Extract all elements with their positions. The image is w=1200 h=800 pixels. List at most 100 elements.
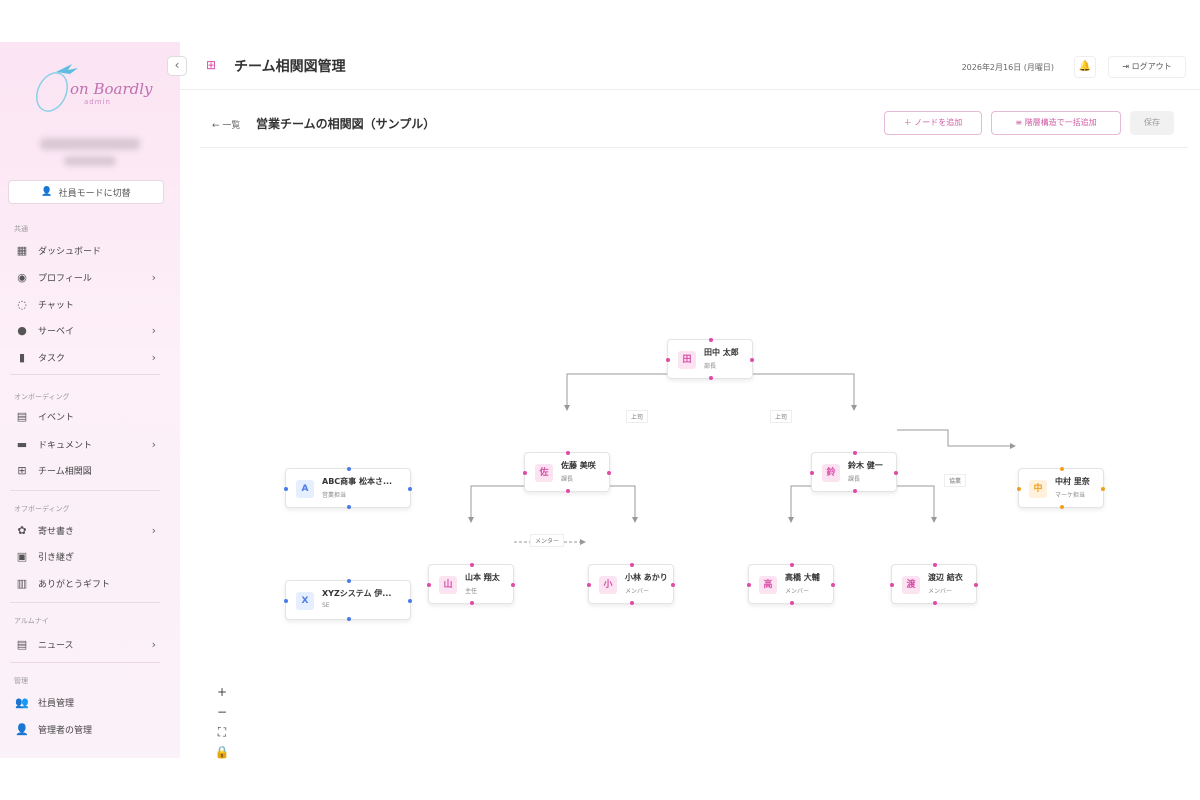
connector-handle[interactable] bbox=[347, 579, 351, 583]
node-yamamoto[interactable]: 山 山本 翔太 主任 bbox=[427, 563, 515, 605]
back-to-list-link[interactable]: ← 一覧 bbox=[212, 121, 241, 131]
node-nakamura[interactable]: 中 中村 里奈 マーケ担当 bbox=[1017, 467, 1105, 509]
node-name: 田中 太郎 bbox=[704, 348, 739, 357]
node-name: ABC商事 松本さ... bbox=[322, 477, 393, 486]
connector-handle[interactable] bbox=[974, 583, 978, 587]
connector-handle[interactable] bbox=[408, 599, 412, 603]
connector-handle[interactable] bbox=[408, 487, 412, 491]
connector-handle[interactable] bbox=[853, 451, 857, 455]
node-kobayashi[interactable]: 小 小林 あかり メンバー bbox=[587, 563, 675, 605]
connector-handle[interactable] bbox=[607, 471, 611, 475]
nav-item-event[interactable]: ▤ イベント bbox=[14, 406, 164, 426]
nav-item-dashboard[interactable]: ▦ ダッシュボード bbox=[14, 240, 164, 260]
chart-canvas[interactable]: 上司 上司 協業 メンター 田 田中 太郎 部長 佐 佐藤 美咲 課長 鈴 鈴木… bbox=[180, 148, 1200, 759]
node-abc-trading[interactable]: A ABC商事 松本さ... 営業担当 bbox=[284, 467, 412, 509]
connector-handle[interactable] bbox=[587, 583, 591, 587]
connector-handle[interactable] bbox=[1101, 487, 1105, 491]
nav-label: 社員管理 bbox=[38, 698, 75, 709]
chevron-right-icon: › bbox=[151, 437, 156, 451]
node-takahashi[interactable]: 高 高橋 大輔 メンバー bbox=[747, 563, 835, 605]
node-role: 営業担当 bbox=[322, 492, 347, 499]
connector-handle[interactable] bbox=[347, 505, 351, 509]
connector-handle[interactable] bbox=[511, 583, 515, 587]
nav-item-gift[interactable]: ▥ ありがとうギフト bbox=[14, 573, 164, 593]
connector-handle[interactable] bbox=[630, 601, 634, 605]
node-role: SE bbox=[322, 602, 330, 609]
zoom-out-button[interactable]: − bbox=[216, 705, 228, 719]
connector-handle[interactable] bbox=[470, 563, 474, 567]
zoom-in-button[interactable]: + bbox=[216, 685, 228, 699]
node-name: 山本 翔太 bbox=[465, 573, 500, 582]
nav-item-task[interactable]: ▮ タスク › bbox=[14, 347, 164, 367]
nav-item-survey[interactable]: ● サーベイ › bbox=[14, 320, 164, 340]
connector-handle[interactable] bbox=[709, 338, 713, 342]
node-xyz-system[interactable]: X XYZシステム 伊... SE bbox=[284, 579, 412, 621]
connector-handle[interactable] bbox=[347, 467, 351, 471]
notification-button[interactable]: 🔔 bbox=[1074, 56, 1096, 78]
connector-handle[interactable] bbox=[1060, 505, 1064, 509]
connector-handle[interactable] bbox=[470, 601, 474, 605]
fit-view-button[interactable]: ⛶ bbox=[217, 725, 227, 739]
connector-handle[interactable] bbox=[427, 583, 431, 587]
connector-handle[interactable] bbox=[523, 471, 527, 475]
connector-handle[interactable] bbox=[671, 583, 675, 587]
connector-handle[interactable] bbox=[347, 617, 351, 621]
logout-button[interactable]: ⇥ ログアウト bbox=[1108, 56, 1186, 78]
connector-handle[interactable] bbox=[890, 583, 894, 587]
logo-text: on Boardly bbox=[70, 80, 153, 98]
node-tanaka[interactable]: 田 田中 太郎 部長 bbox=[666, 338, 754, 380]
connector-handle[interactable] bbox=[933, 601, 937, 605]
bulk-add-button[interactable]: ≡ 階層構造で一括追加 bbox=[991, 111, 1121, 135]
nav-item-profile[interactable]: ◉ プロフィール › bbox=[14, 267, 164, 287]
node-avatar: 佐 bbox=[535, 464, 553, 482]
save-button[interactable]: 保存 bbox=[1130, 111, 1174, 135]
node-watanabe[interactable]: 渡 渡辺 結衣 メンバー bbox=[890, 563, 978, 605]
nav-item-handover[interactable]: ▣ 引き継ぎ bbox=[14, 546, 164, 566]
logo-subtext: admin bbox=[84, 98, 111, 106]
switch-employee-mode-button[interactable]: 👤 社員モードに切替 bbox=[8, 180, 164, 204]
add-node-button[interactable]: ＋ ノードを追加 bbox=[884, 111, 982, 135]
connector-handle[interactable] bbox=[894, 471, 898, 475]
connector-handle[interactable] bbox=[630, 563, 634, 567]
nav-item-team-chart[interactable]: ⊞ チーム相関図 bbox=[14, 460, 164, 480]
nav-label: ダッシュボード bbox=[38, 246, 102, 257]
connector-handle[interactable] bbox=[790, 601, 794, 605]
chevron-right-icon: › bbox=[151, 350, 156, 364]
connector-handle[interactable] bbox=[933, 563, 937, 567]
nav-item-document[interactable]: ▬ ドキュメント › bbox=[14, 434, 164, 454]
bell-icon: 🔔 bbox=[1078, 61, 1092, 72]
connector-handle[interactable] bbox=[666, 358, 670, 362]
connector-handle[interactable] bbox=[284, 599, 288, 603]
divider bbox=[10, 374, 160, 375]
nav-item-news[interactable]: ▤ ニュース › bbox=[14, 634, 164, 654]
connector-handle[interactable] bbox=[747, 583, 751, 587]
chevron-right-icon: › bbox=[151, 637, 156, 651]
connector-handle[interactable] bbox=[566, 489, 570, 493]
connector-handle[interactable] bbox=[750, 358, 754, 362]
switch-mode-label: 社員モードに切替 bbox=[58, 188, 131, 199]
node-suzuki[interactable]: 鈴 鈴木 健一 課長 bbox=[810, 451, 898, 493]
connector-handle[interactable] bbox=[1060, 467, 1064, 471]
clipboard-icon: ▮ bbox=[18, 350, 26, 364]
connector-handle[interactable] bbox=[709, 376, 713, 380]
node-sato[interactable]: 佐 佐藤 美咲 課長 bbox=[523, 451, 611, 493]
edge-suzuki-nakamura bbox=[897, 429, 1016, 449]
collapse-sidebar-button[interactable]: ‹ bbox=[167, 56, 187, 76]
nav-label: タスク bbox=[38, 353, 66, 364]
nav-item-employee-management[interactable]: 👥 社員管理 bbox=[14, 692, 164, 712]
divider bbox=[10, 602, 160, 603]
connector-handle[interactable] bbox=[831, 583, 835, 587]
nav-item-chat[interactable]: ◌ チャット bbox=[14, 294, 164, 314]
connector-handle[interactable] bbox=[566, 451, 570, 455]
connector-handle[interactable] bbox=[284, 487, 288, 491]
nav-item-admin-management[interactable]: 👤 管理者の管理 bbox=[14, 719, 164, 739]
edge-label-mentor: メンター bbox=[530, 534, 565, 547]
connector-handle[interactable] bbox=[1017, 487, 1021, 491]
connector-handle[interactable] bbox=[853, 489, 857, 493]
edge-label-boss: 上司 bbox=[626, 410, 649, 423]
nav-item-farewell[interactable]: ✿ 寄せ書き › bbox=[14, 520, 164, 540]
connector-handle[interactable] bbox=[810, 471, 814, 475]
lock-button[interactable]: 🔒 bbox=[214, 745, 230, 759]
connector-handle[interactable] bbox=[790, 563, 794, 567]
network-icon: ⊞ bbox=[206, 58, 217, 72]
